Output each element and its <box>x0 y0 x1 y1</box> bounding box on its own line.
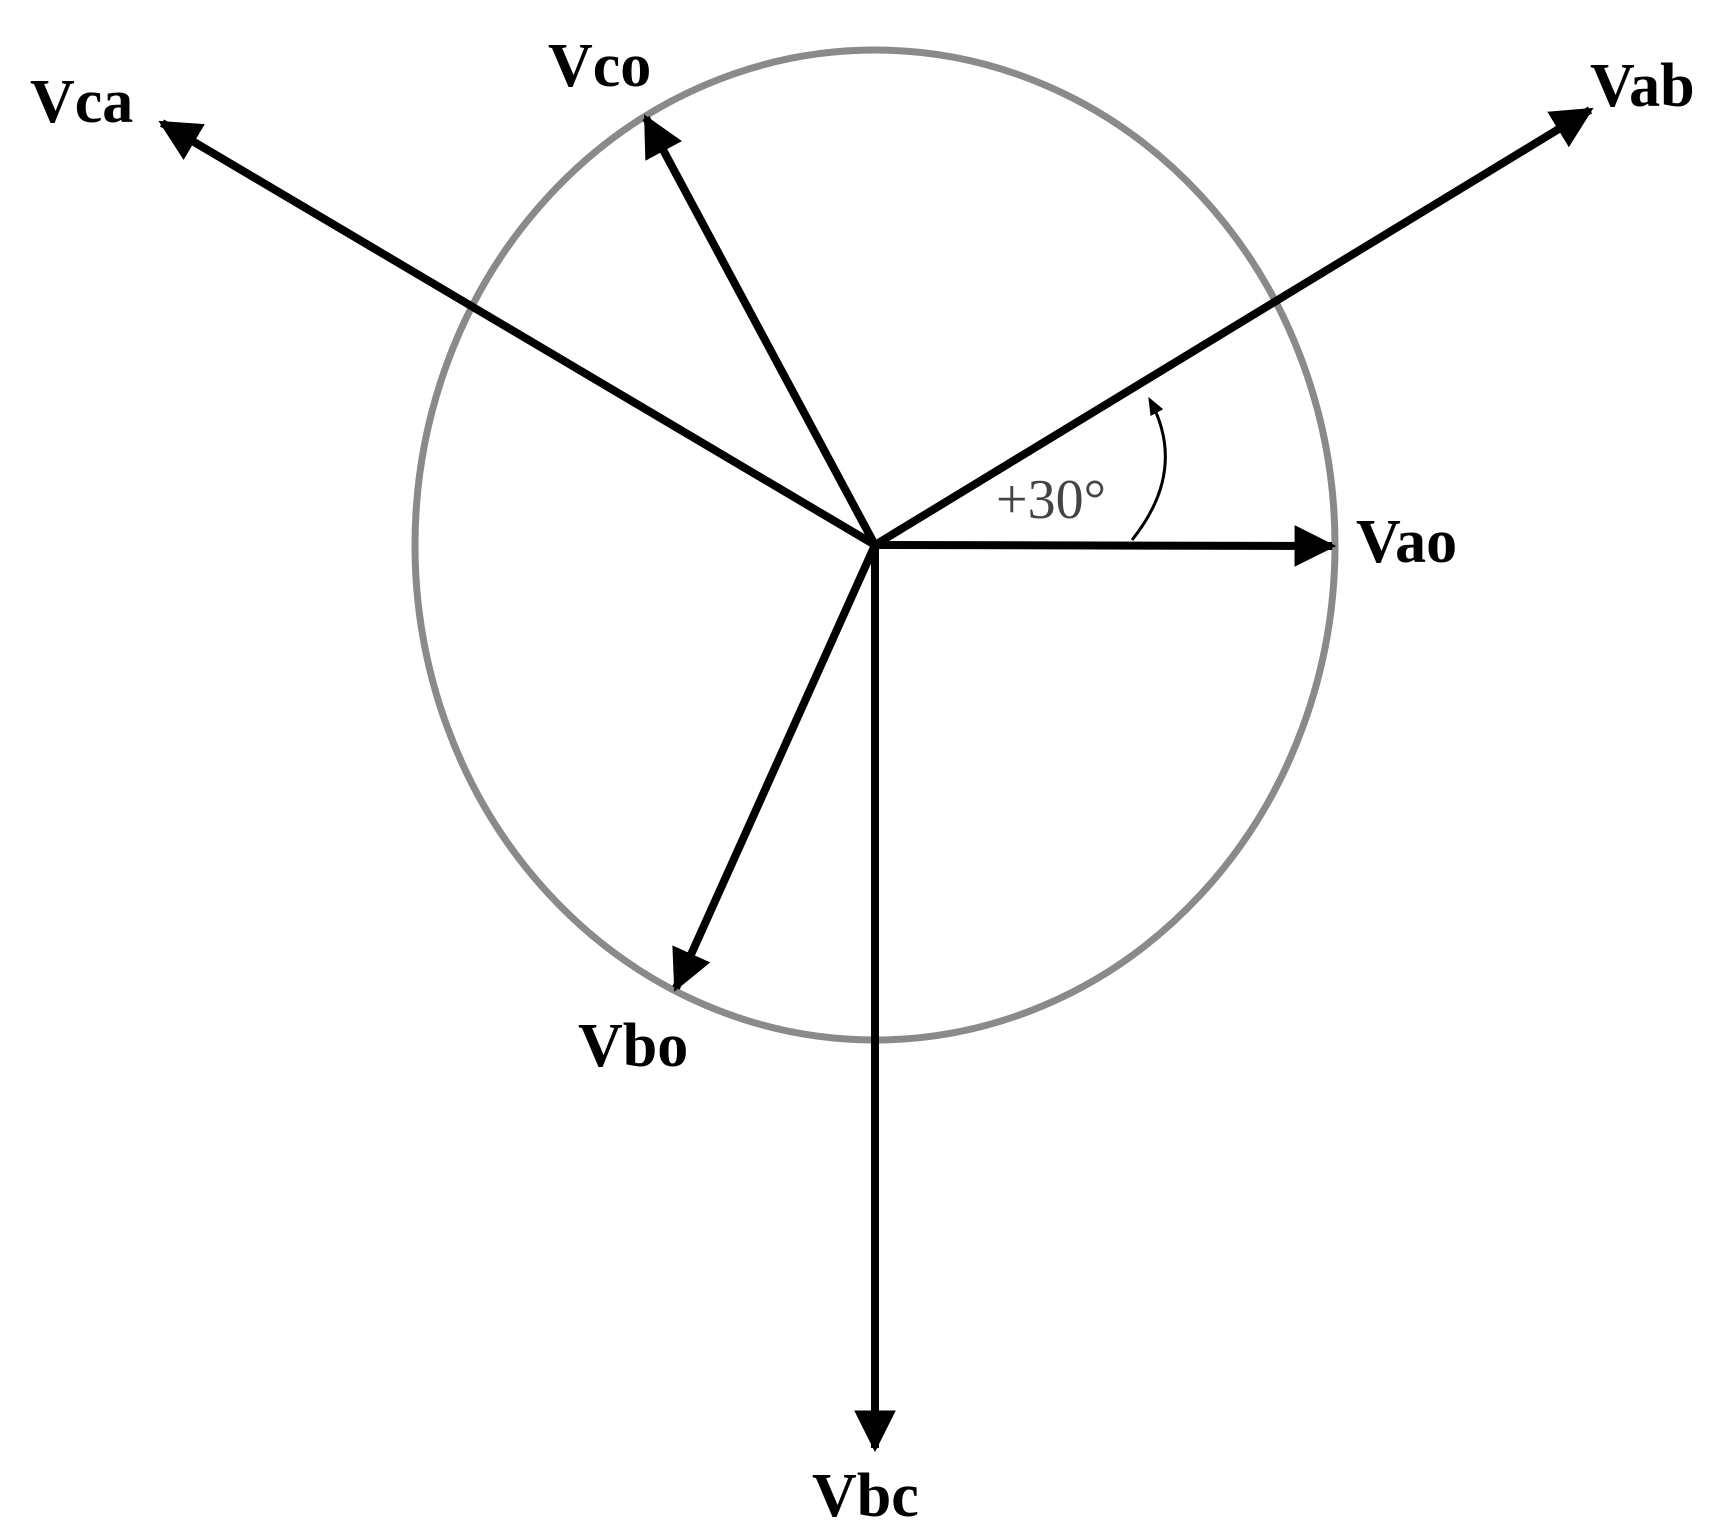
vao-vector <box>874 525 1337 567</box>
vao-label: Vao <box>1356 508 1457 576</box>
vco-label: Vco <box>548 32 651 100</box>
vco-vector <box>642 114 879 547</box>
vca-vector <box>158 119 878 549</box>
vbc-label: Vbc <box>812 1462 919 1530</box>
vbo-vector <box>672 543 879 992</box>
vab-vector <box>872 106 1594 549</box>
angle-label: +30° <box>996 469 1106 531</box>
vab-label: Vab <box>1590 52 1695 120</box>
vbo-label: Vbo <box>578 1012 688 1080</box>
vca-label: Vca <box>30 68 133 136</box>
angle-arc <box>1130 396 1167 541</box>
